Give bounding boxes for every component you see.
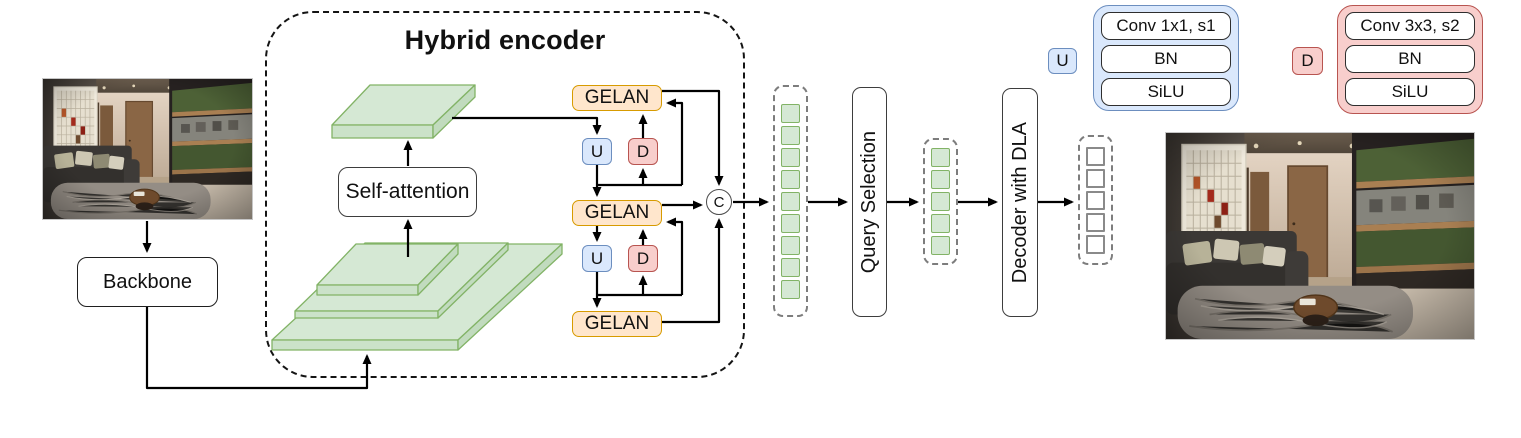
feature-token (781, 103, 800, 123)
output-query-column (1078, 135, 1113, 265)
query-selection-label: Query Selection (858, 130, 880, 274)
feature-token (1086, 190, 1105, 210)
feature-token (781, 235, 800, 255)
legend-d-conv: Conv 3x3, s2 (1345, 12, 1475, 40)
feature-token (781, 213, 800, 233)
gelan-middle-node: GELAN (572, 200, 662, 226)
encoder-token-column (773, 85, 808, 317)
legend-u-conv: Conv 1x1, s1 (1101, 12, 1231, 40)
feature-token (1086, 212, 1105, 232)
legend-u-silu: SiLU (1101, 78, 1231, 106)
feature-token (931, 192, 950, 211)
upsample-bottom-node: U (582, 245, 612, 272)
feature-token (781, 147, 800, 167)
backbone-node: Backbone (77, 257, 218, 307)
feature-token (1086, 234, 1105, 254)
legend-u-chip: U (1048, 48, 1077, 74)
feature-token (1086, 146, 1105, 166)
hybrid-encoder-container (265, 11, 745, 378)
feature-token (781, 169, 800, 189)
feature-token (931, 236, 950, 255)
feature-token (931, 148, 950, 167)
concat-node: C (706, 189, 732, 215)
feature-token (931, 170, 950, 189)
decoder-label: Decoder with DLA (1008, 121, 1031, 284)
feature-token (781, 257, 800, 277)
downsample-top-node: D (628, 138, 658, 165)
legend-d-chip: D (1292, 47, 1323, 75)
legend-u-box: Conv 1x1, s1 BN SiLU (1093, 5, 1239, 111)
feature-token (1086, 168, 1105, 188)
gelan-top-node: GELAN (572, 85, 662, 111)
query-selection-node: Query Selection (852, 87, 887, 317)
input-image (42, 78, 253, 220)
legend-u-bn: BN (1101, 45, 1231, 73)
selected-token-column (923, 138, 958, 265)
downsample-bottom-node: D (628, 245, 658, 272)
self-attention-node: Self-attention (338, 167, 477, 217)
upsample-top-node: U (582, 138, 612, 165)
decoder-node: Decoder with DLA (1002, 88, 1038, 317)
legend-d-box: Conv 3x3, s2 BN SiLU (1337, 5, 1483, 114)
legend-d-bn: BN (1345, 45, 1475, 73)
gelan-bottom-node: GELAN (572, 311, 662, 337)
feature-token (781, 279, 800, 299)
feature-token (781, 125, 800, 145)
legend-d-silu: SiLU (1345, 78, 1475, 106)
feature-token (781, 191, 800, 211)
hybrid-encoder-title: Hybrid encoder (404, 25, 606, 55)
output-image (1165, 132, 1475, 340)
feature-token (931, 214, 950, 233)
